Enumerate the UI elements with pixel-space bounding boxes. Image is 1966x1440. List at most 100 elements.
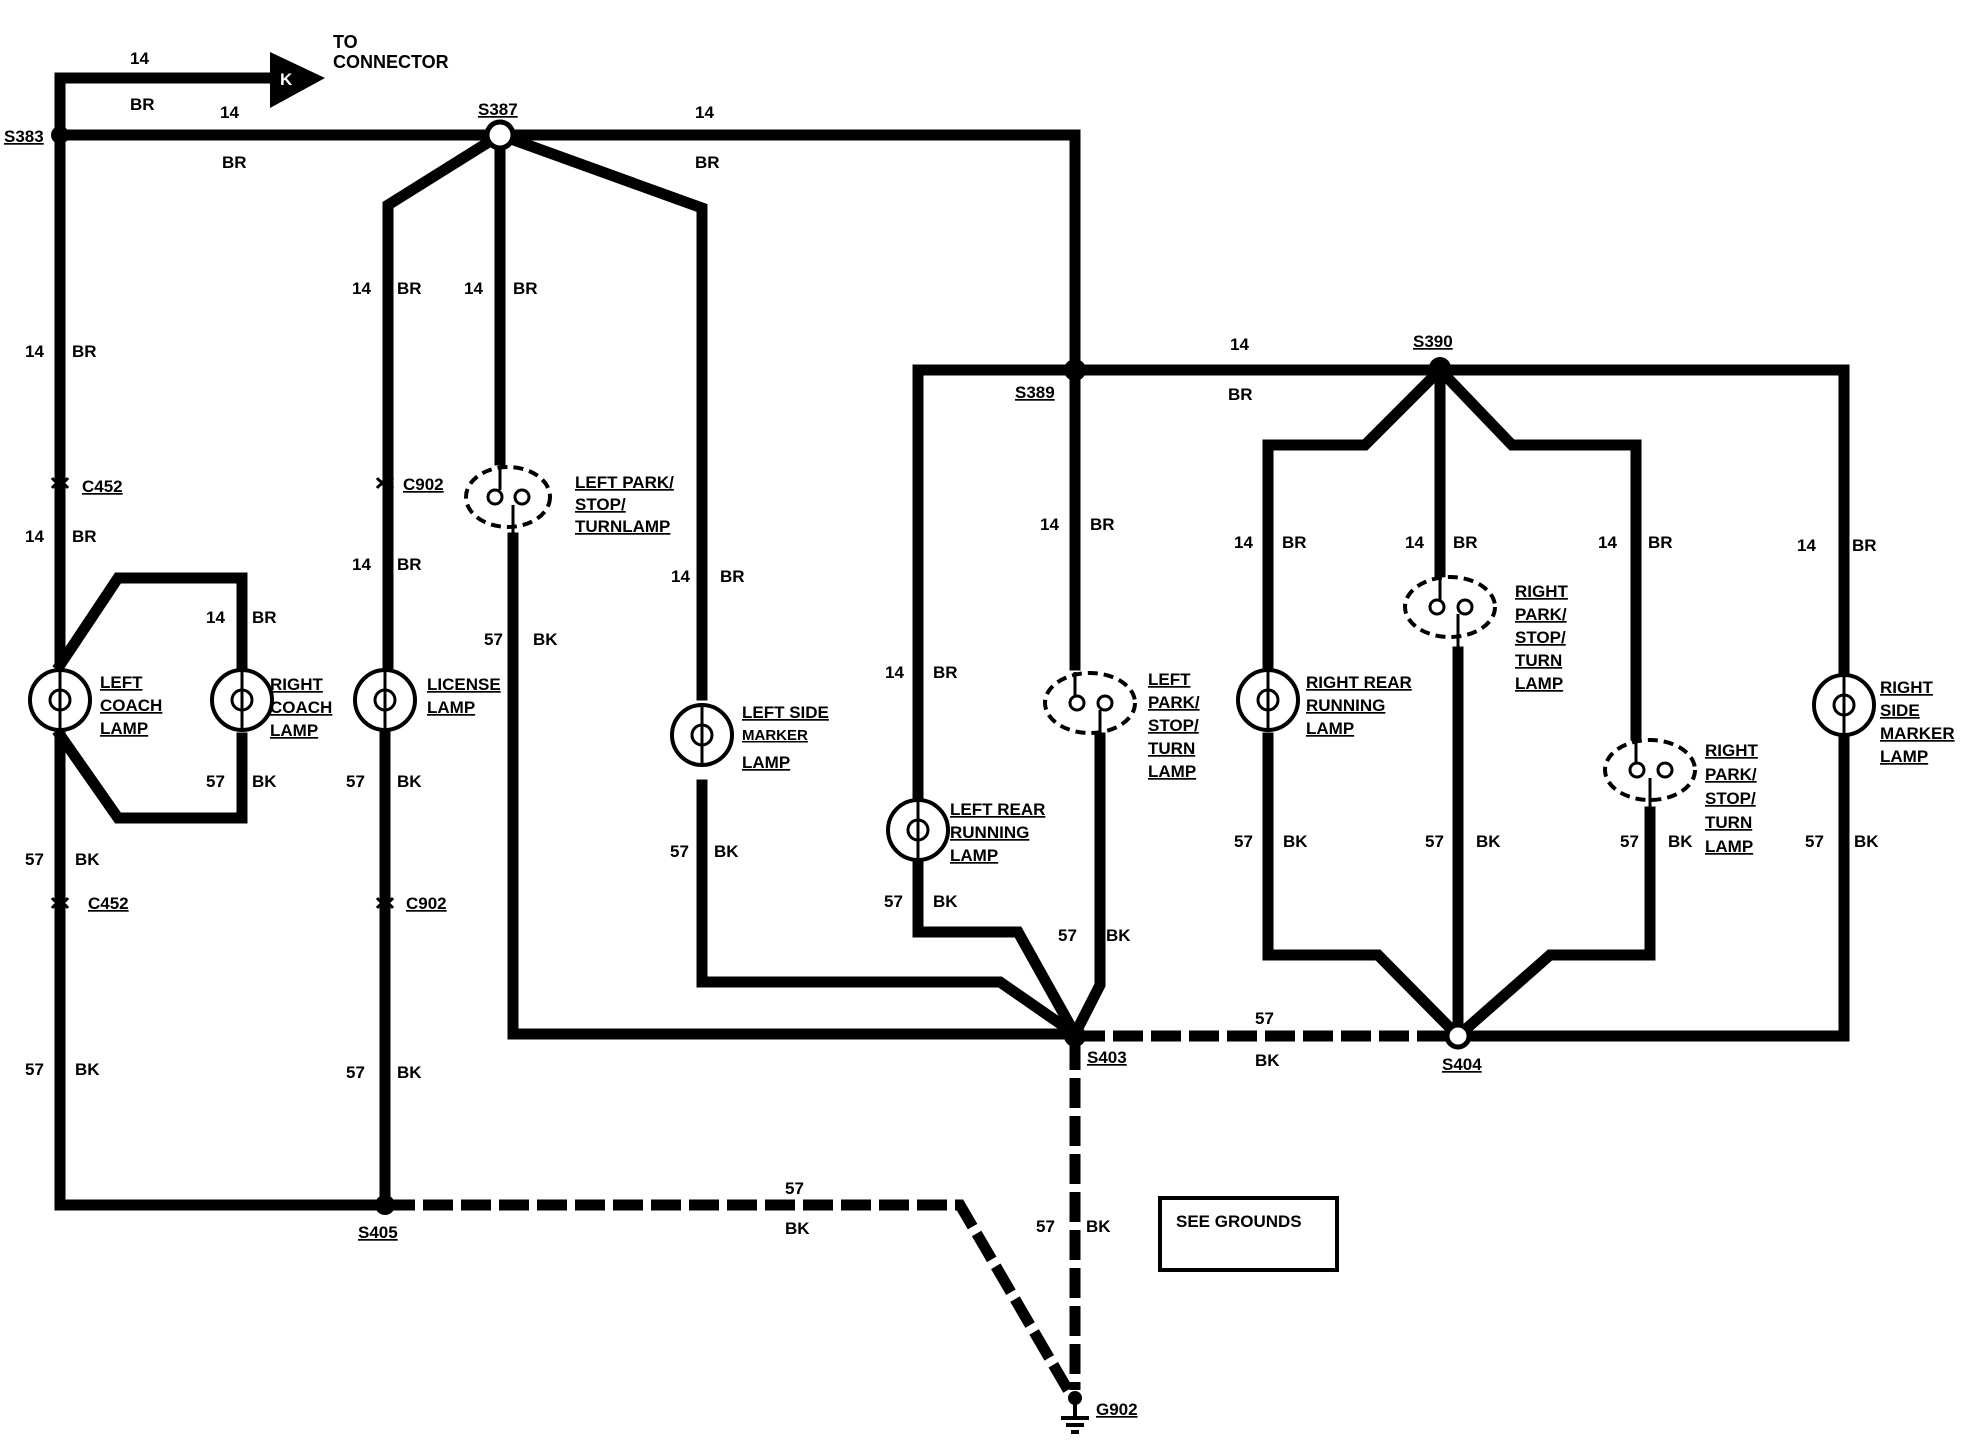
lamp-right-park bbox=[1603, 738, 1697, 810]
wire-gauge-label: 14 bbox=[671, 567, 690, 586]
lamp-right-side-marker bbox=[1812, 673, 1876, 737]
left-coach-label-3: LAMP bbox=[100, 719, 148, 738]
lamp-right-coach bbox=[210, 668, 274, 732]
left-side-marker-label-2: MARKER bbox=[742, 727, 808, 744]
wire-color-label: BR bbox=[1090, 515, 1115, 534]
left-park-top-label-3: TURNLAMP bbox=[575, 517, 670, 536]
lamp-left-coach bbox=[28, 668, 92, 732]
s390-label: S390 bbox=[1413, 332, 1453, 351]
right-park-label-5: LAMP bbox=[1705, 837, 1753, 856]
wire-color-label: BK bbox=[933, 892, 958, 911]
wire-gauge-label: 57 bbox=[25, 1060, 44, 1079]
wire-gauge-label: 14 bbox=[695, 103, 714, 122]
lamp-right-rear-running bbox=[1236, 668, 1300, 732]
right-coach-label-2: COACH bbox=[270, 698, 332, 717]
left-park-label-5: LAMP bbox=[1148, 762, 1196, 781]
wire-color-label: BR bbox=[933, 663, 958, 682]
wire-color-label: BK bbox=[1854, 832, 1879, 851]
lamp-labels: LEFT COACH LAMP RIGHT COACH LAMP LICENSE… bbox=[100, 473, 1955, 865]
wire-color-label: BR bbox=[72, 342, 97, 361]
wire-gauge-label: 14 bbox=[1405, 533, 1424, 552]
wire-gauge-label: 14 bbox=[885, 663, 904, 682]
right-park-top-label-5: LAMP bbox=[1515, 674, 1563, 693]
wire-gauge-label: 14 bbox=[220, 103, 239, 122]
wire-color-label: BK bbox=[75, 1060, 100, 1079]
lamp-left-park bbox=[1043, 671, 1137, 736]
c452-top-label: C452 bbox=[82, 477, 123, 496]
wire-color-label: BK bbox=[533, 630, 558, 649]
wire-gauge-label: 57 bbox=[1234, 832, 1253, 851]
right-park-top-label-4: TURN bbox=[1515, 651, 1562, 670]
lamp-license bbox=[353, 668, 417, 732]
right-rear-running-label-2: RUNNING bbox=[1306, 696, 1385, 715]
wire-gauge-label: 57 bbox=[1036, 1217, 1055, 1236]
wire-color-label: BK bbox=[1476, 832, 1501, 851]
wire-color-label: BK bbox=[1255, 1051, 1280, 1070]
right-side-marker-label-1: RIGHT bbox=[1880, 678, 1934, 697]
lamp-left-rear-running bbox=[886, 798, 950, 862]
wire-color-label: BR bbox=[1852, 536, 1877, 555]
wire-labels: 14 BR 14 BR 14 BR 14 BR 14 BR 14 BR 14 B… bbox=[25, 49, 1879, 1238]
wire-gauge-label: 14 bbox=[464, 279, 483, 298]
wires-br bbox=[52, 72, 1850, 804]
right-park-top-label-3: STOP/ bbox=[1515, 628, 1566, 647]
wire-gauge-label: 57 bbox=[884, 892, 903, 911]
wire-color-label: BR bbox=[1282, 533, 1307, 552]
right-side-marker-label-3: MARKER bbox=[1880, 724, 1955, 743]
wire-gauge-label: 57 bbox=[1058, 926, 1077, 945]
wire-gauge-label: 14 bbox=[130, 49, 149, 68]
wire-gauge-label: 57 bbox=[1255, 1009, 1274, 1028]
left-side-marker-label-3: LAMP bbox=[742, 753, 790, 772]
wire-color-label: BR bbox=[397, 279, 422, 298]
wire-color-label: BK bbox=[397, 1063, 422, 1082]
wire-color-label: BR bbox=[513, 279, 538, 298]
wire-gauge-label: 14 bbox=[352, 279, 371, 298]
wire-gauge-label: 57 bbox=[670, 842, 689, 861]
left-rear-running-label-2: RUNNING bbox=[950, 823, 1029, 842]
license-label-1: LICENSE bbox=[427, 675, 501, 694]
wire-gauge-label: 14 bbox=[1598, 533, 1617, 552]
wire-color-label: BR bbox=[252, 608, 277, 627]
c452-bot-label: C452 bbox=[88, 894, 129, 913]
wire-color-label: BR bbox=[1228, 385, 1253, 404]
splice-dots bbox=[51, 119, 1472, 1215]
wire-gauge-label: 14 bbox=[1040, 515, 1059, 534]
left-park-top-label-1: LEFT PARK/ bbox=[575, 473, 674, 492]
connector-k-arrow: K bbox=[270, 52, 325, 108]
wire-color-label: BR bbox=[72, 527, 97, 546]
wire-gauge-label: 14 bbox=[1234, 533, 1253, 552]
wire-color-label: BR bbox=[397, 555, 422, 574]
c902-bot-label: C902 bbox=[406, 894, 447, 913]
right-rear-running-label-3: LAMP bbox=[1306, 719, 1354, 738]
s403-label: S403 bbox=[1087, 1048, 1127, 1067]
right-rear-running-label-1: RIGHT REAR bbox=[1306, 673, 1412, 692]
wire-gauge-label: 57 bbox=[206, 772, 225, 791]
left-coach-label-1: LEFT bbox=[100, 673, 143, 692]
connector-pin-label: K bbox=[280, 70, 293, 89]
wire-gauge-label: 57 bbox=[785, 1179, 804, 1198]
wire-gauge-label: 14 bbox=[352, 555, 371, 574]
s405-label: S405 bbox=[358, 1223, 398, 1242]
wire-color-label: BK bbox=[1668, 832, 1693, 851]
lamp-left-side-marker bbox=[670, 703, 734, 767]
connector-target-label: CONNECTOR bbox=[333, 52, 449, 72]
lamp-left-park-top bbox=[464, 465, 552, 535]
s404-label: S404 bbox=[1442, 1055, 1482, 1074]
wire-gauge-label: 57 bbox=[1425, 832, 1444, 851]
right-side-marker-label-2: SIDE bbox=[1880, 701, 1920, 720]
wire-color-label: BR bbox=[720, 567, 745, 586]
wire-color-label: BR bbox=[130, 95, 155, 114]
wire-color-label: BR bbox=[1648, 533, 1673, 552]
wire-color-label: BK bbox=[1283, 832, 1308, 851]
wire-gauge-label: 14 bbox=[1797, 536, 1816, 555]
lamp-right-park-top bbox=[1403, 575, 1497, 650]
right-side-marker-label-4: LAMP bbox=[1880, 747, 1928, 766]
left-side-marker-label-1: LEFT SIDE bbox=[742, 703, 829, 722]
left-park-label-4: TURN bbox=[1148, 739, 1195, 758]
wire-gauge-label: 57 bbox=[1620, 832, 1639, 851]
wire-color-label: BK bbox=[1086, 1217, 1111, 1236]
left-rear-running-label-1: LEFT REAR bbox=[950, 800, 1045, 819]
wire-gauge-label: 14 bbox=[25, 342, 44, 361]
left-park-label-2: PARK/ bbox=[1148, 693, 1200, 712]
see-grounds-box: SEE GROUNDS bbox=[1158, 1196, 1339, 1272]
